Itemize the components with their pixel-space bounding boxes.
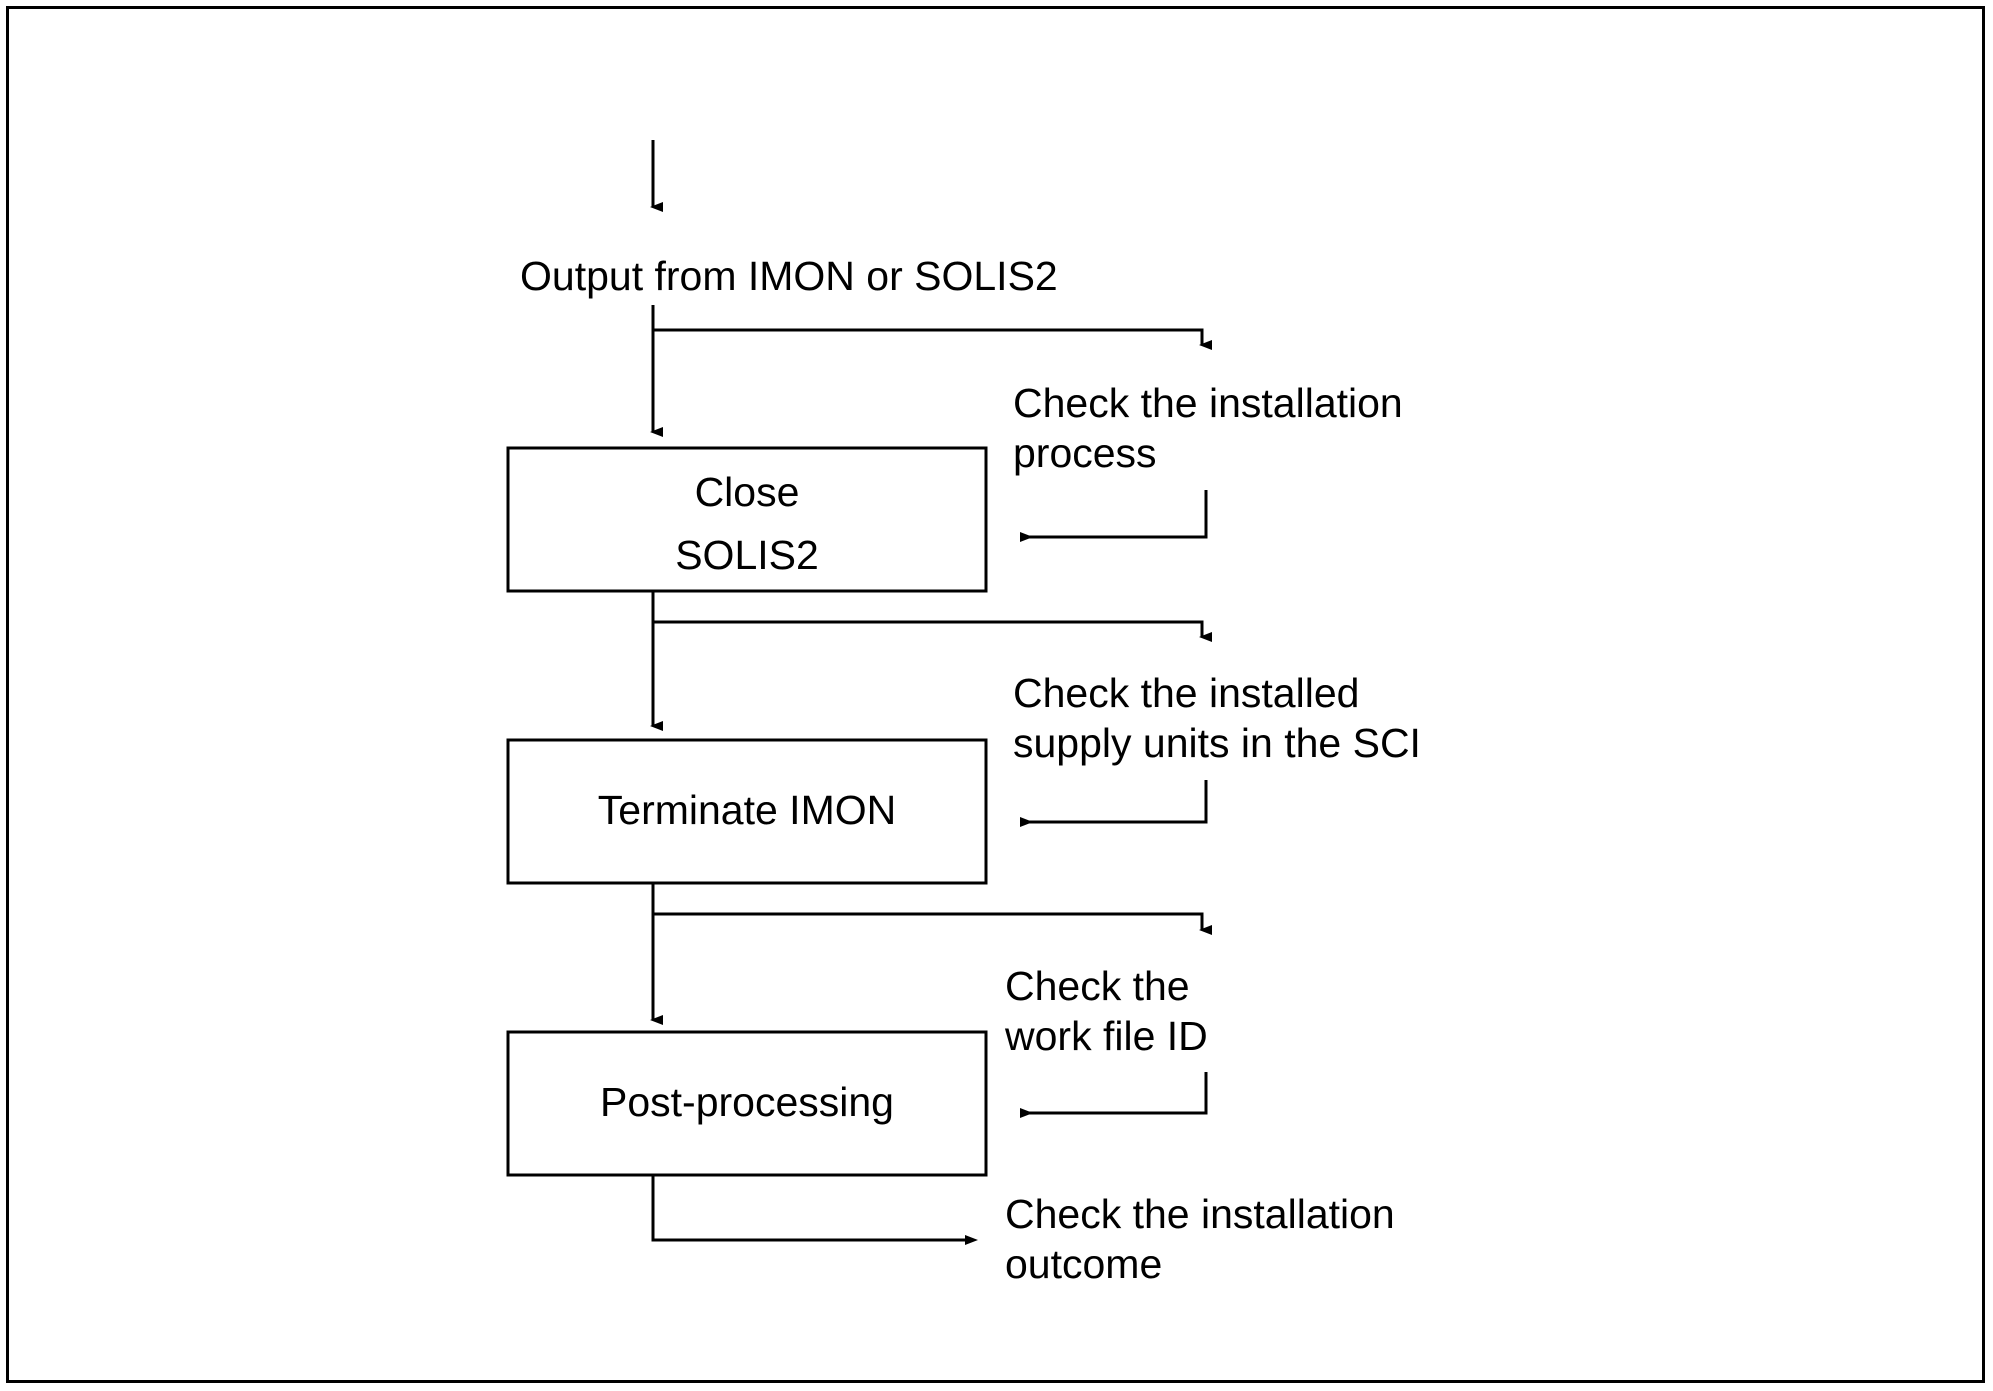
entry-label: Output from IMON or SOLIS2	[520, 253, 1058, 299]
annotation-check-installation-outcome-line2: outcome	[1005, 1241, 1162, 1287]
exit-to-check-installation-outcome	[651, 1175, 978, 1245]
node-post-processing-label: Post-processing	[600, 1079, 894, 1125]
node-close-solis2-label-line1: Close	[695, 469, 800, 515]
annotation-check-installation-process-line1: Check the installation	[1013, 380, 1403, 426]
annotation-check-installation-process-line2: process	[1013, 430, 1157, 476]
node-terminate-imon[interactable]	[506, 738, 988, 885]
annotation-check-work-file-id-line1: Check the	[1005, 963, 1190, 1009]
annotation-check-work-file-id-line2: work file ID	[1004, 1013, 1208, 1059]
node-close-solis2[interactable]	[506, 446, 988, 593]
node-post-processing[interactable]	[506, 1030, 988, 1177]
return-from-check-work-file-id	[1020, 1072, 1208, 1118]
return-from-check-supply-units	[1020, 780, 1208, 827]
node-close-solis2-label-line2: SOLIS2	[675, 532, 819, 578]
page-border	[6, 6, 1985, 1383]
annotation-check-supply-units-line1: Check the installed	[1013, 670, 1359, 716]
branch-to-check-work-file-id	[653, 912, 1212, 935]
branch-to-check-supply-units	[653, 620, 1212, 642]
node-terminate-imon-label: Terminate IMON	[598, 787, 896, 833]
annotation-check-supply-units-line2: supply units in the SCI	[1013, 720, 1421, 766]
annotation-check-installation-outcome-line1: Check the installation	[1005, 1191, 1395, 1237]
return-from-check-installation-process	[1020, 490, 1208, 542]
branch-to-check-installation-process	[653, 328, 1212, 350]
